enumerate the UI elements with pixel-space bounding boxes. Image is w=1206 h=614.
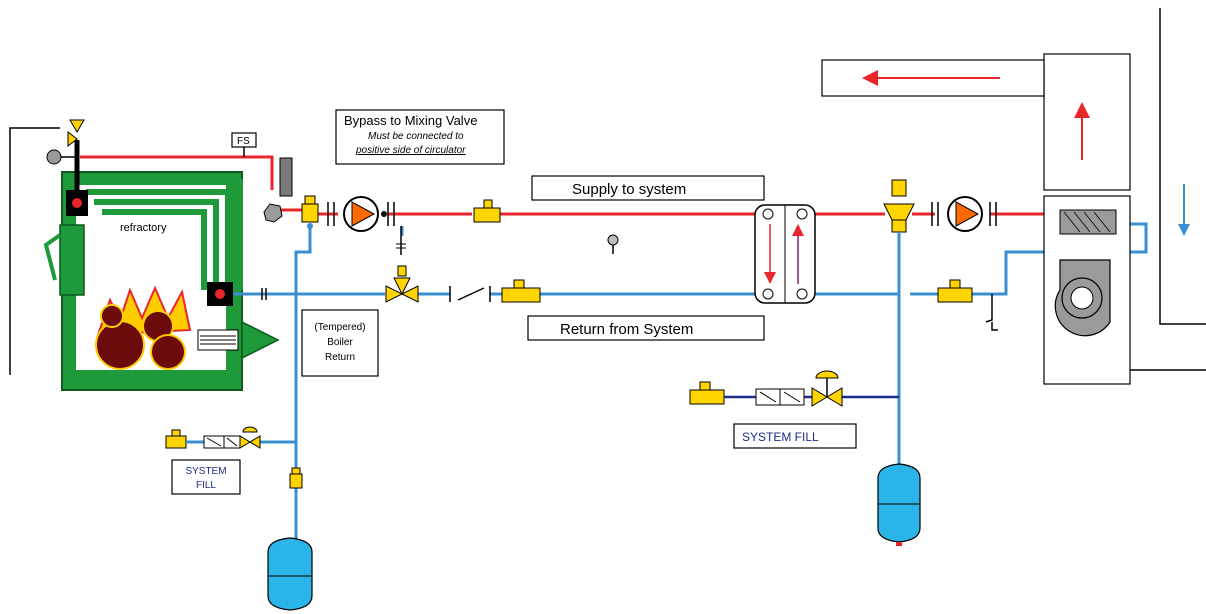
flue-line xyxy=(9,127,60,375)
boiler-circulator-pump xyxy=(327,196,395,232)
right-expansion-tank xyxy=(877,463,921,546)
bypass-label-box xyxy=(335,109,505,165)
supply-label: Supply to system xyxy=(572,181,686,198)
right-system-fill-label: SYSTEM FILL xyxy=(742,430,819,444)
return-three-way-valve xyxy=(385,226,419,303)
return-label: Return from System xyxy=(560,321,693,338)
system-return-ball-valve xyxy=(937,279,973,303)
system-mixing-valve xyxy=(883,179,915,233)
left-system-fill-label-2: FILL xyxy=(196,480,216,491)
return-duct xyxy=(1130,8,1206,371)
thermometer-icon xyxy=(607,234,619,246)
plate-heat-exchanger xyxy=(754,204,816,304)
boiler-supply-pipe xyxy=(80,155,274,190)
right-system-fill-assembly xyxy=(689,370,899,407)
bypass-note-1: Must be connected to xyxy=(368,131,464,142)
air-vent-icon xyxy=(263,203,283,223)
left-tank-isolation-valve xyxy=(289,467,303,489)
drain-valve-icon xyxy=(985,294,998,331)
relief-valve-icon-2 xyxy=(67,130,78,148)
refractory-label: refractory xyxy=(120,222,167,234)
left-system-fill-label-1: SYSTEM xyxy=(185,466,226,477)
aquastat-icon xyxy=(279,157,293,197)
flow-switch-label: FS xyxy=(237,136,250,147)
supply-plenum xyxy=(1043,53,1131,191)
tempered-label-3: Return xyxy=(325,352,355,363)
bypass-note-2: positive side of circulator xyxy=(355,145,466,156)
return-tapping-dot xyxy=(215,289,225,299)
bypass-title: Bypass to Mixing Valve xyxy=(344,113,477,128)
left-expansion-tank xyxy=(267,537,313,611)
left-system-fill-assembly xyxy=(165,426,296,449)
supply-ball-valve xyxy=(473,199,501,223)
return-label-box xyxy=(527,315,765,341)
return-ball-valve xyxy=(501,279,541,303)
boiler xyxy=(43,171,280,391)
tempered-label-2: Boiler xyxy=(327,337,353,348)
tempered-return-pipe xyxy=(294,226,312,592)
air-handler xyxy=(1043,195,1131,385)
check-valve xyxy=(449,286,491,302)
pressure-gauge-icon xyxy=(46,149,62,165)
left-system-fill-box xyxy=(171,459,241,495)
supply-label-box xyxy=(531,175,765,201)
tempered-label-1: (Tempered) xyxy=(314,322,365,333)
tempered-return-box xyxy=(301,309,379,377)
system-circulator-pump xyxy=(931,196,997,232)
boiler-mixing-valve xyxy=(301,195,319,229)
relief-valve-icon xyxy=(69,119,85,133)
right-system-fill-box xyxy=(733,423,857,449)
supply-tapping-dot xyxy=(72,198,82,208)
